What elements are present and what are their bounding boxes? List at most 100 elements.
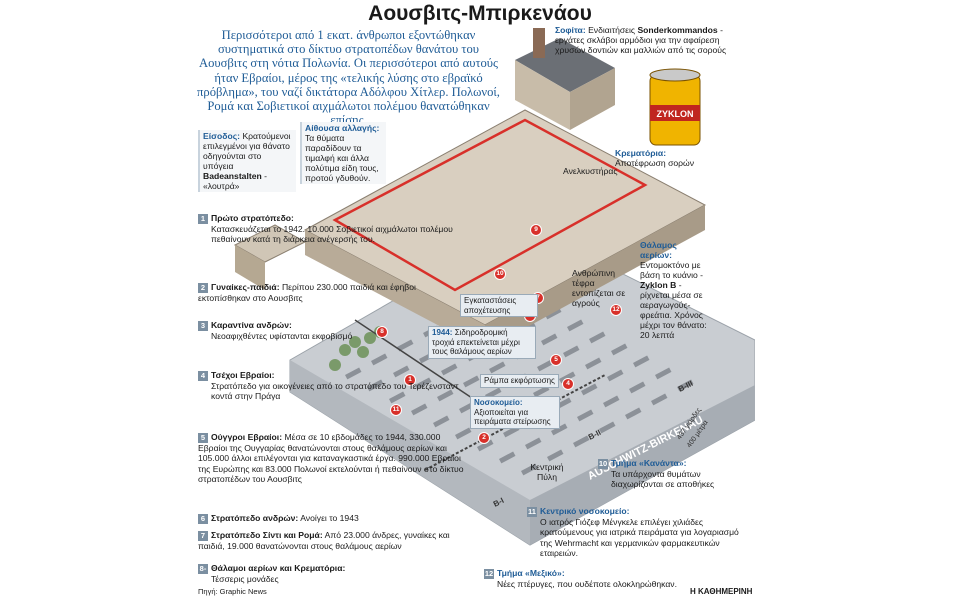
- barrack: [629, 381, 646, 394]
- callout-main-gate: Κεντρική Πύλη: [530, 462, 564, 482]
- entry-inline: Μέσα σε 10 εβδομάδες το 1944, 330.000 Εβ…: [198, 432, 464, 484]
- entry-heading: Στρατόπεδο Σίντι και Ρομά:: [211, 530, 323, 540]
- entry-body: Τέσσερις μονάδες: [211, 573, 279, 584]
- callout-entrance: Είσοδος: Κρατούμενοι επιλεγμένοι για θάν…: [198, 130, 296, 192]
- gas-chamber-outline: [332, 118, 648, 292]
- callout-gas-chamber: Θάλαμος αερίων: Εντομοκτόνο με βάση το κ…: [640, 240, 707, 340]
- barrack: [585, 357, 602, 370]
- barrack: [577, 409, 594, 422]
- entrance-block: [233, 224, 307, 263]
- entry-heading: Πρώτο στρατόπεδο:: [211, 213, 294, 223]
- entry-inline: Από 23.000 άνδρες, γυναίκες και παιδιά, …: [198, 530, 450, 551]
- callout-hospital: Νοσοκομείο: Αξιοποιείται για πειράματα σ…: [470, 396, 560, 429]
- map-marker: 11: [390, 404, 402, 416]
- callout-human-ash: Ανθρώπινη τέφρα εντοπίζεται σε αγρούς: [572, 268, 626, 308]
- barrack: [607, 369, 624, 382]
- barrack: [367, 379, 384, 392]
- entry-heading: Τμήμα «Κανάντα»:: [611, 458, 687, 468]
- barrack: [415, 377, 432, 390]
- callout-elevator: Ανελκυστήρας: [563, 166, 618, 176]
- barrack: [477, 439, 494, 452]
- barrack: [541, 333, 558, 346]
- barrack: [611, 343, 628, 356]
- map-marker: 5: [550, 354, 562, 366]
- page-title: Αουσβιτς-Μπιρκενάου: [368, 2, 592, 25]
- entry-body: Ο ιατρός Γιόζεφ Μένγκελε επιλέγει χιλιάδ…: [540, 516, 739, 558]
- callout-attic: Σοφίτα: Ενδιαιτήσεις Sonderkommandos - ε…: [555, 25, 727, 55]
- callout-ramp: Ράμπα εκφόρτωσης: [480, 374, 559, 388]
- intro-text: Περισσότεροι από 1 εκατ. άνθρωποι εξοντώ…: [197, 28, 500, 128]
- entry-number: 8-9: [198, 563, 208, 583]
- barrack: [573, 435, 590, 448]
- entry-heading: Γυναίκες-παιδιά:: [211, 282, 280, 292]
- barrack: [393, 365, 410, 378]
- entry-number: 11: [527, 506, 537, 517]
- callout-sewage: Εγκαταστάσεις αποχέτευσης: [460, 294, 538, 317]
- callout-crematoria: Κρεματόρια: Αποτέφρωση σορών: [615, 148, 695, 168]
- barrack: [533, 385, 550, 398]
- barrack: [567, 319, 584, 332]
- entry-number: 10: [598, 458, 608, 469]
- barrack: [441, 363, 458, 376]
- barrack: [433, 415, 450, 428]
- entry-number: 5: [198, 432, 208, 443]
- barrack: [411, 403, 428, 416]
- map-marker: 10: [494, 268, 506, 280]
- entry-heading: Θάλαμοι αερίων και Κρεματόρια:: [211, 563, 346, 573]
- entry-heading: Κεντρικό νοσοκομείο:: [540, 506, 630, 516]
- callout-railway-1944: 1944: Σιδηροδρομική τροχιά επεκτείνεται …: [428, 326, 536, 359]
- entry-heading: Καραντίνα ανδρών:: [211, 320, 292, 330]
- entry-number: 7: [198, 530, 208, 541]
- entry-heading: Τσέχοι Εβραίοι:: [211, 370, 275, 380]
- barrack: [589, 331, 606, 344]
- map-marker: 4: [562, 378, 574, 390]
- barrack: [581, 383, 598, 396]
- source-credit: Πηγή: Graphic News: [198, 587, 267, 596]
- barrack: [603, 395, 620, 408]
- entry-number: 6: [198, 513, 208, 524]
- entry-body: Κατασκευάζεται το 1942. 10.000 Σοβιετικο…: [211, 223, 453, 245]
- barrack: [437, 389, 454, 402]
- map-marker: 9: [530, 224, 542, 236]
- barrack: [463, 375, 480, 388]
- map-marker: 12: [610, 304, 622, 316]
- entry-number: 12: [484, 568, 494, 579]
- barrack: [521, 463, 538, 476]
- map-marker: 2: [478, 432, 490, 444]
- barrack: [345, 367, 362, 380]
- entry-inline: Περίπου 230.000 παιδιά και έφηβοι εκτοπί…: [198, 282, 416, 303]
- entry-body: Νέες πτέρυγες, που ουδέποτε ολοκληρώθηκα…: [497, 578, 677, 589]
- barrack: [651, 393, 668, 406]
- entry-heading: Ούγγροι Εβραίοι:: [211, 432, 283, 442]
- can-label: ZYKLON: [657, 109, 694, 119]
- entry-number: 4: [198, 370, 208, 381]
- barrack: [551, 423, 568, 436]
- barrack: [389, 391, 406, 404]
- barrack: [563, 345, 580, 358]
- barrack: [599, 421, 616, 434]
- entry-body: Νεοαφιχθέντες υφίστανται εκφοβισμό: [211, 330, 353, 341]
- section-b1: B-I: [492, 496, 506, 509]
- barrack: [654, 367, 672, 380]
- callout-changing-room: Αίθουσα αλλαγής: Τα θύματα παραδίδουν τα…: [300, 122, 386, 184]
- zyklon-can-icon: ZYKLON: [649, 68, 701, 146]
- barrack: [489, 361, 506, 374]
- barrack: [677, 379, 694, 392]
- entry-inline: Ανοίγει το 1943: [300, 513, 359, 523]
- entry-number: 1: [198, 213, 208, 224]
- entry-number: 2: [198, 282, 208, 293]
- entry-body: Στρατόπεδο για οικογένειες από το στρατό…: [211, 380, 459, 402]
- barrack: [633, 355, 650, 368]
- barrack: [499, 451, 516, 464]
- publisher-credit: Η ΚΑΘΗΜΕΡΙΝΗ: [690, 587, 753, 596]
- barrack: [625, 407, 642, 420]
